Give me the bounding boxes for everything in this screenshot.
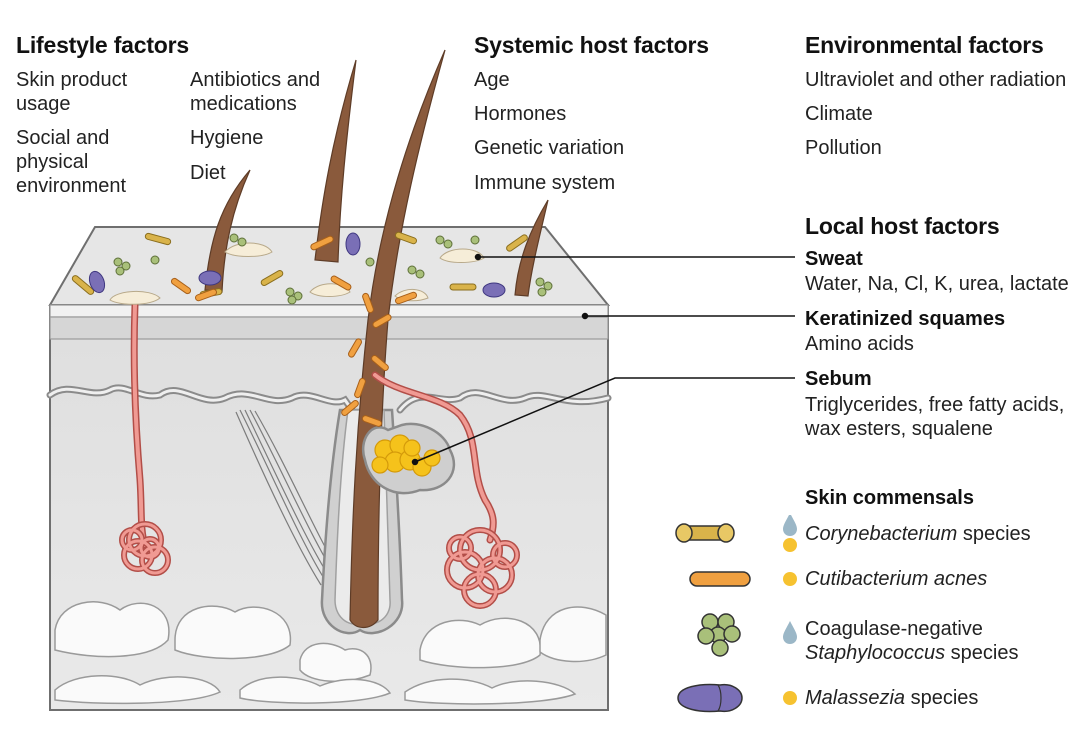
local-sweat-label: Sweat [805, 248, 863, 270]
leader-lines [411, 253, 795, 466]
surface-staphylococcus [113, 233, 553, 305]
oxygen-drop-icon [783, 621, 797, 644]
lifestyle-item-social-environment: Social and physical environment [16, 127, 127, 197]
sebum-glob [371, 434, 441, 477]
yellow-dot-icon [783, 538, 797, 552]
yellow-dot-icon [783, 572, 797, 586]
surface-corynebacterium [71, 231, 528, 298]
hair-shafts [204, 49, 549, 629]
local-sebum-detail: Triglycerides, free fatty acids, wax est… [805, 394, 1065, 440]
commensals-title: Skin commensals [805, 487, 974, 509]
environmental-factors-title: Environmental factors [805, 32, 1044, 58]
local-sweat-detail: Water, Na, Cl, K, urea, lactate [805, 273, 1069, 295]
cutibacterium-icon [689, 571, 751, 587]
environmental-item-climate: Climate [805, 103, 873, 125]
commensals-legend-icons [675, 515, 797, 713]
subcutaneous-fat [54, 601, 607, 705]
systemic-item-genetic: Genetic variation [474, 137, 625, 159]
staphylococcus-icon [697, 613, 741, 657]
local-squames-detail: Amino acids [805, 333, 914, 355]
legend-corynebacterium: Corynebacterium species [805, 523, 1031, 545]
systemic-item-age: Age [474, 69, 510, 91]
local-sebum-label: Sebum [805, 368, 872, 390]
lifestyle-item-hygiene: Hygiene [190, 127, 264, 149]
corynebacterium-icon [675, 523, 735, 543]
oxygen-drop-icon [783, 515, 797, 536]
environmental-item-pollution: Pollution [805, 137, 882, 159]
lifestyle-item-skin-product: Skin product usage [16, 69, 128, 115]
malassezia-icon [677, 683, 743, 713]
local-factors-title: Local host factors [805, 213, 1000, 239]
systemic-item-immune: Immune system [474, 172, 616, 194]
surface-malassezia [88, 232, 506, 298]
yellow-dot-icon [783, 691, 797, 705]
systemic-item-hormones: Hormones [474, 103, 567, 125]
local-squames-label: Keratinized squames [805, 308, 1006, 330]
legend-cutibacterium: Cutibacterium acnes [805, 568, 988, 590]
surface-cutibacterium [170, 235, 418, 427]
environmental-item-uv: Ultraviolet and other radiation [805, 69, 1067, 91]
squames [109, 242, 485, 305]
systemic-factors-title: Systemic host factors [474, 32, 709, 58]
lifestyle-factors-title: Lifestyle factors [16, 32, 189, 58]
lifestyle-item-antibiotics: Antibiotics and medications [190, 69, 321, 115]
lifestyle-item-diet: Diet [190, 162, 226, 184]
legend-malassezia: Malassezia species [805, 687, 979, 709]
